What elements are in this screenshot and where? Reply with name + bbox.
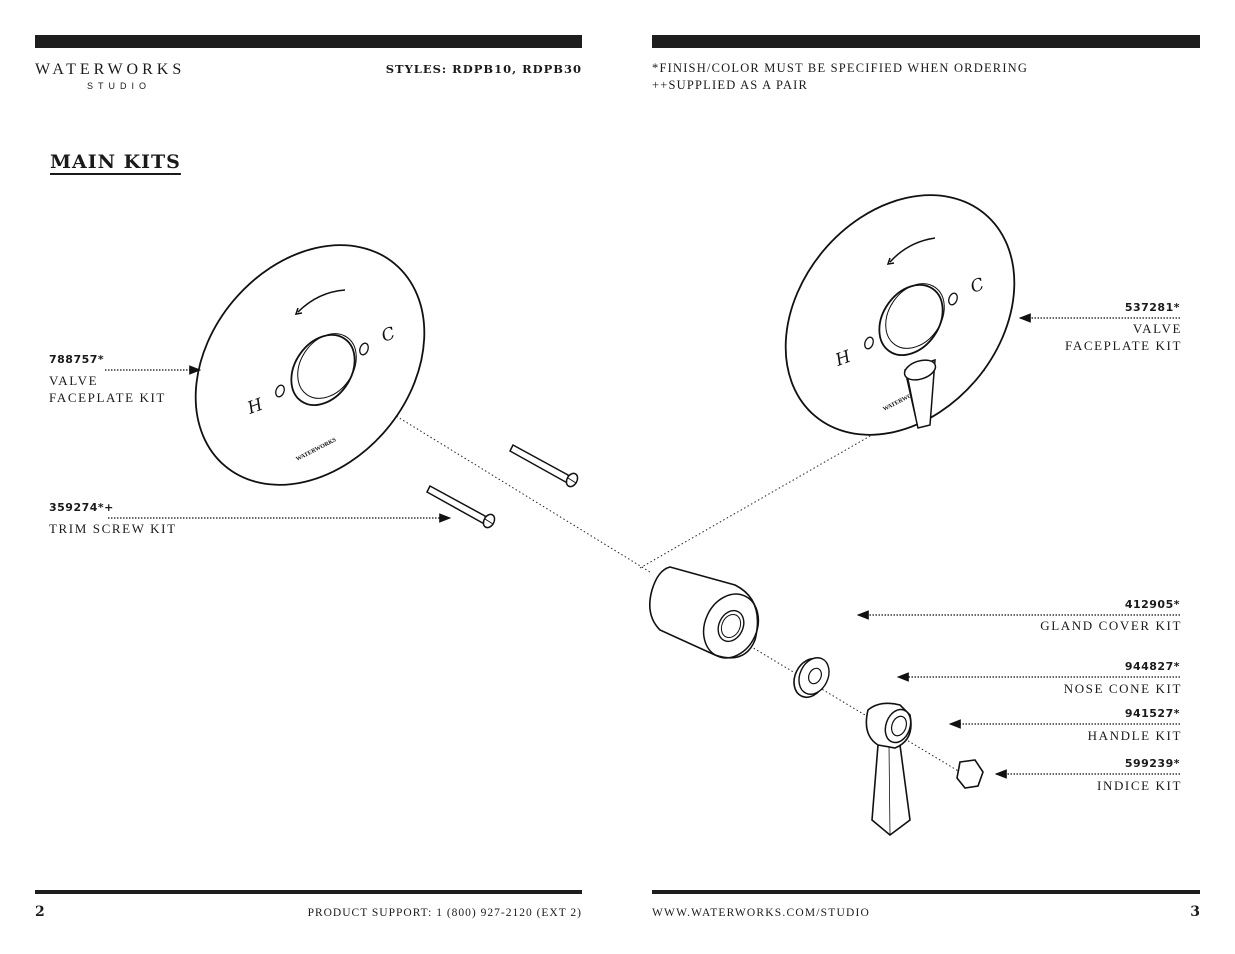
part-label-handle: HANDLE KIT bbox=[1087, 728, 1182, 743]
part-code-valve-faceplate-right: 537281* bbox=[1124, 301, 1180, 314]
bottom-bar-right bbox=[652, 890, 1200, 894]
trim-screw-upper bbox=[509, 443, 579, 488]
gland-cover bbox=[649, 566, 760, 659]
part-code-handle: 941527* bbox=[1124, 707, 1180, 720]
cold-mark-right: C bbox=[968, 274, 987, 297]
part-code-valve-faceplate-left: 788757* bbox=[49, 353, 105, 366]
top-bar-left bbox=[35, 35, 582, 48]
part-label-indice: INDICE KIT bbox=[1097, 778, 1182, 793]
product-support: PRODUCT SUPPORT: 1 (800) 927-2120 (EXT 2… bbox=[307, 907, 582, 919]
faceplate-left: H C WATERWORKS bbox=[194, 244, 426, 486]
part-label-valve-faceplate-left-1: VALVE bbox=[49, 373, 99, 388]
part-code-indice: 599239* bbox=[1124, 757, 1180, 770]
pair-note: ++SUPPLIED AS A PAIR bbox=[652, 78, 809, 92]
part-code-nose-cone: 944827* bbox=[1124, 660, 1180, 673]
part-code-gland-cover: 412905* bbox=[1124, 598, 1180, 611]
website-link[interactable]: WWW.WATERWORKS.COM/STUDIO bbox=[652, 907, 871, 919]
bottom-bar-left bbox=[35, 890, 582, 894]
part-label-valve-faceplate-left-2: FACEPLATE KIT bbox=[49, 390, 166, 405]
part-label-valve-faceplate-right-1: VALVE bbox=[1132, 321, 1182, 336]
part-label-nose-cone: NOSE CONE KIT bbox=[1063, 681, 1182, 696]
faceplate-right: H C WATERWORKS bbox=[784, 194, 1016, 436]
trim-screw-lower bbox=[426, 484, 496, 529]
cold-mark-left: C bbox=[379, 323, 398, 346]
part-label-valve-faceplate-right-2: FACEPLATE KIT bbox=[1065, 338, 1182, 353]
styles-label: STYLES: RDPB10, RDPB30 bbox=[385, 62, 582, 76]
top-bar-right bbox=[652, 35, 1200, 48]
handle bbox=[865, 702, 912, 837]
part-label-trim-screw: TRIM SCREW KIT bbox=[49, 521, 177, 536]
indice bbox=[956, 759, 984, 789]
part-label-gland-cover: GLAND COVER KIT bbox=[1040, 618, 1182, 633]
part-code-trim-screw: 359274*+ bbox=[49, 501, 114, 514]
brand-logo-sub: STUDIO bbox=[87, 81, 152, 91]
finish-note: *FINISH/COLOR MUST BE SPECIFIED WHEN ORD… bbox=[652, 61, 1029, 75]
brand-logo: WATERWORKS bbox=[35, 61, 186, 78]
section-title: MAIN KITS bbox=[50, 151, 181, 173]
page-number-right: 3 bbox=[1190, 904, 1200, 920]
page-number-left: 2 bbox=[35, 904, 45, 920]
nose-cone bbox=[793, 657, 830, 699]
